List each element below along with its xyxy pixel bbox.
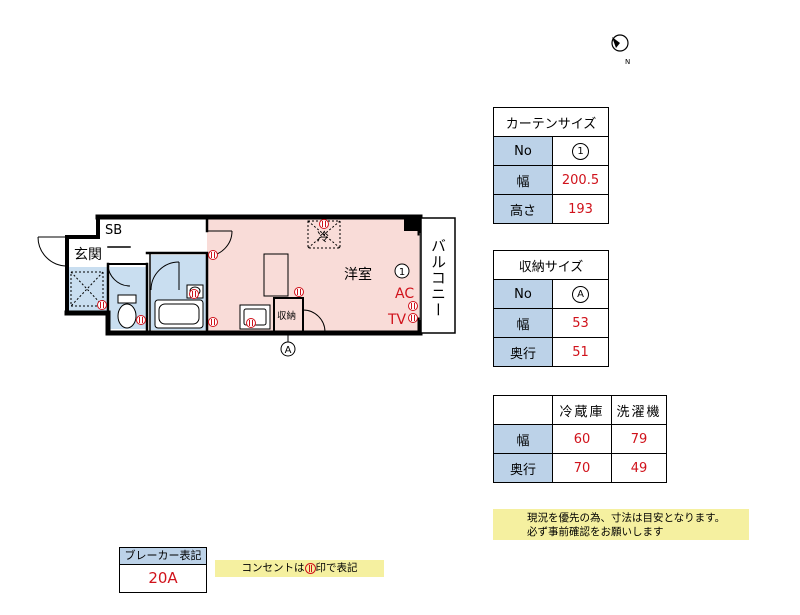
ac-label: AC [395, 286, 414, 302]
appliance-fridge-header: 冷蔵庫 [552, 395, 612, 425]
outlet-legend: コンセントは印で表記 [215, 560, 384, 577]
appliance-table-corner [493, 395, 553, 425]
washer-depth-value: 49 [611, 453, 667, 483]
storage-table-title: 収納サイズ [493, 250, 609, 280]
storage-no-value: A [552, 279, 609, 309]
fridge-width-value: 60 [552, 424, 612, 454]
closet-door [302, 309, 326, 333]
curtain-table-title: カーテンサイズ [493, 107, 609, 137]
curtain-width-value: 200.5 [552, 165, 609, 195]
storage-marker: A [280, 341, 296, 357]
bathtub-icon [154, 299, 204, 329]
pillar [404, 217, 420, 231]
storage-width-label: 幅 [493, 308, 553, 338]
legend-text-after: 印で表記 [315, 562, 358, 574]
breaker-title: ブレーカー表記 [120, 548, 206, 565]
bath-door [150, 261, 180, 291]
compass-label: N [625, 58, 630, 66]
curtain-height-value: 193 [552, 194, 609, 224]
western-room-label: 洋室 [344, 266, 372, 283]
outlet-icon [304, 562, 316, 574]
kitchen-counter [239, 253, 289, 330]
curtain-no-value: 1 [552, 136, 609, 166]
washer-width-value: 79 [611, 424, 667, 454]
tv-label: TV [387, 312, 407, 328]
curtain-no-label: No [493, 136, 553, 166]
breaker-value: 20A [148, 569, 178, 587]
dimension-notice: 現況を優先の為、寸法は目安となります。 必ず事前確認をお願いします [493, 509, 749, 540]
storage-label: 収納 [277, 310, 296, 322]
storage-width-value: 53 [552, 308, 609, 338]
notice-line-2: 必ず事前確認をお願いします [527, 526, 664, 538]
appliance-width-label: 幅 [493, 424, 553, 454]
appliance-washer-header: 洗濯機 [611, 395, 667, 425]
fridge-label: 冷 [317, 230, 329, 244]
storage-size-table: 収納サイズ No A 幅 53 奥行 51 [493, 250, 609, 367]
compass-icon: N [611, 34, 630, 66]
balcony-label: バルコニー [429, 238, 447, 318]
entrance-door [37, 236, 68, 267]
curtain-marker: 1 [394, 263, 410, 279]
curtain-width-label: 幅 [493, 165, 553, 195]
curtain-height-label: 高さ [493, 194, 553, 224]
storage-depth-value: 51 [552, 337, 609, 367]
outlet-icons [97, 219, 418, 328]
entrance-label: 玄関 [74, 246, 102, 263]
svg-text:A: A [285, 345, 292, 356]
appliance-depth-label: 奥行 [493, 453, 553, 483]
entrance-drain [70, 271, 104, 307]
toilet-icon [117, 294, 137, 329]
curtain-size-table: カーテンサイズ No 1 幅 200.5 高さ 193 [493, 107, 609, 224]
storage-no-label: No [493, 279, 553, 309]
closet-fill [276, 300, 301, 333]
toilet-door [107, 263, 131, 287]
shoebox-label: SB [105, 223, 122, 238]
fridge-depth-value: 70 [552, 453, 612, 483]
svg-text:1: 1 [399, 267, 405, 278]
storage-depth-label: 奥行 [493, 337, 553, 367]
balcony [420, 217, 456, 334]
legend-text-before: コンセントは [241, 562, 305, 574]
appliance-size-table: 冷蔵庫 洗濯機 幅 60 79 奥行 70 49 [493, 395, 667, 483]
breaker-box: ブレーカー表記 20A [119, 547, 207, 593]
notice-line-1: 現況を優先の為、寸法は目安となります。 [527, 512, 726, 524]
